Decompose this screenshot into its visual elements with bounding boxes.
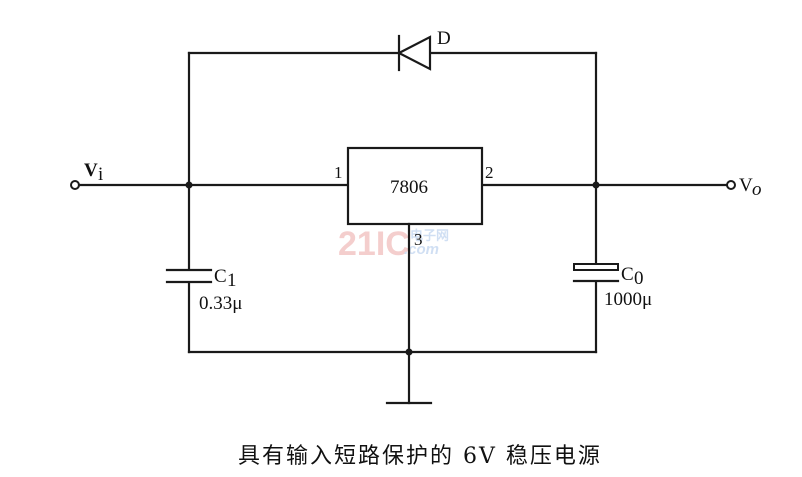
vout-label: V o [739, 175, 762, 200]
vin-name: V [84, 160, 98, 181]
c0-value: 1000μ [604, 289, 652, 310]
figure-caption: 具有输入短路保护的 6V 稳压电源 [238, 444, 602, 469]
vout-sub: o [752, 179, 762, 200]
regulator-7806: 7806 1 2 3 [334, 146, 494, 354]
c0-name: C [621, 264, 634, 285]
vin-label: V i [84, 160, 103, 185]
watermark-dom: .com [404, 241, 439, 258]
c1-sub: 1 [227, 270, 237, 291]
vout-name: V [739, 175, 753, 196]
regulator-label: 7806 [390, 177, 428, 198]
watermark-logo: 21IC 电子网 .com [338, 225, 449, 263]
diode-symbol [396, 34, 432, 72]
main-line [70, 180, 736, 190]
c1-value: 0.33μ [199, 293, 242, 314]
pin-3-label: 3 [414, 230, 423, 249]
vin-sub: i [98, 164, 103, 185]
pin-1-label: 1 [334, 163, 343, 182]
watermark-cn: 电子网 [410, 228, 449, 243]
output-terminal [726, 180, 736, 190]
watermark-brand: 21IC [338, 225, 410, 263]
diode-triangle [396, 35, 432, 71]
diode-label: D [437, 28, 451, 49]
c1-name: C [214, 266, 227, 287]
capacitor-c1: C 1 0.33μ [165, 183, 242, 354]
bypass-diode-branch: D [187, 28, 598, 187]
c0-plate-top [573, 263, 619, 271]
c0-sub: 0 [634, 268, 644, 289]
capacitor-c0: C 0 1000μ [572, 183, 652, 354]
ground-rail [187, 348, 598, 405]
regulator-body [346, 146, 484, 226]
input-terminal [70, 180, 80, 190]
pin-2-label: 2 [485, 163, 494, 182]
